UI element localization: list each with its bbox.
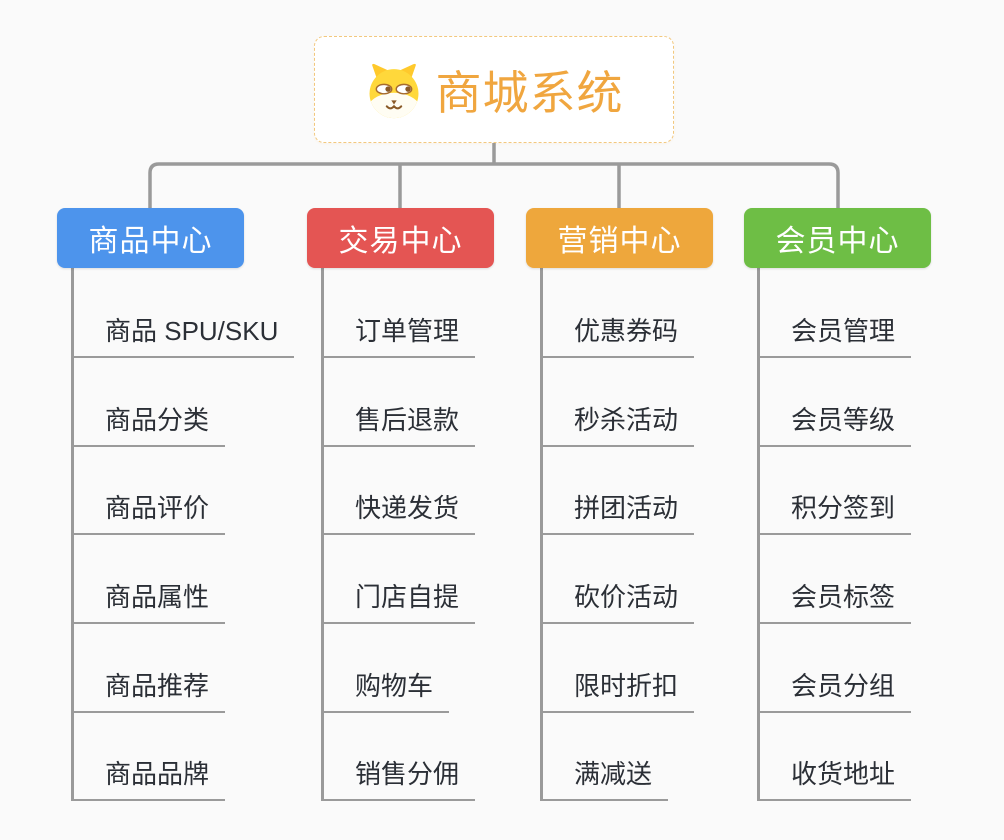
leaf-node[interactable]: 优惠券码 [540, 316, 695, 358]
dog-face-icon [365, 60, 423, 120]
leaf-node[interactable]: 商品 SPU/SKU [71, 316, 295, 358]
branch-node-marketing-center[interactable]: 营销中心 [526, 208, 713, 268]
branch-label: 营销中心 [557, 225, 682, 258]
root-node[interactable]: 商城系统 [314, 36, 674, 143]
leaf-node[interactable]: 订单管理 [321, 316, 476, 358]
leaf-node[interactable]: 限时折扣 [540, 671, 695, 713]
leaf-node[interactable]: 会员管理 [757, 316, 912, 358]
leaf-node[interactable]: 会员标签 [757, 582, 912, 624]
branch-node-trade-center[interactable]: 交易中心 [307, 208, 494, 268]
leaf-node[interactable]: 满减送 [540, 759, 669, 802]
leaf-node[interactable]: 会员等级 [757, 405, 912, 447]
leaf-node[interactable]: 积分签到 [757, 493, 912, 536]
branch-label: 交易中心 [338, 225, 463, 258]
leaf-node[interactable]: 购物车 [321, 671, 450, 713]
leaf-node[interactable]: 拼团活动 [540, 493, 695, 536]
leaf-node[interactable]: 秒杀活动 [540, 405, 695, 447]
leaf-node[interactable]: 商品评价 [71, 493, 226, 536]
leaf-node[interactable]: 商品品牌 [71, 759, 226, 802]
branch-node-member-center[interactable]: 会员中心 [744, 208, 931, 268]
leaf-node[interactable]: 快递发货 [321, 493, 476, 536]
leaf-node[interactable]: 收货地址 [757, 759, 912, 802]
leaf-node[interactable]: 会员分组 [757, 671, 912, 713]
root-title: 商城系统 [435, 66, 624, 119]
leaf-node[interactable]: 商品属性 [71, 582, 226, 624]
leaf-node[interactable]: 砍价活动 [540, 582, 695, 624]
leaf-node[interactable]: 门店自提 [321, 582, 476, 624]
branch-label: 会员中心 [775, 225, 900, 258]
leaf-node[interactable]: 销售分佣 [321, 759, 476, 802]
leaf-node[interactable]: 售后退款 [321, 405, 476, 447]
leaf-node[interactable]: 商品分类 [71, 405, 226, 447]
branch-node-product-center[interactable]: 商品中心 [57, 208, 244, 268]
branch-label: 商品中心 [88, 225, 213, 258]
leaf-node[interactable]: 商品推荐 [71, 671, 226, 713]
